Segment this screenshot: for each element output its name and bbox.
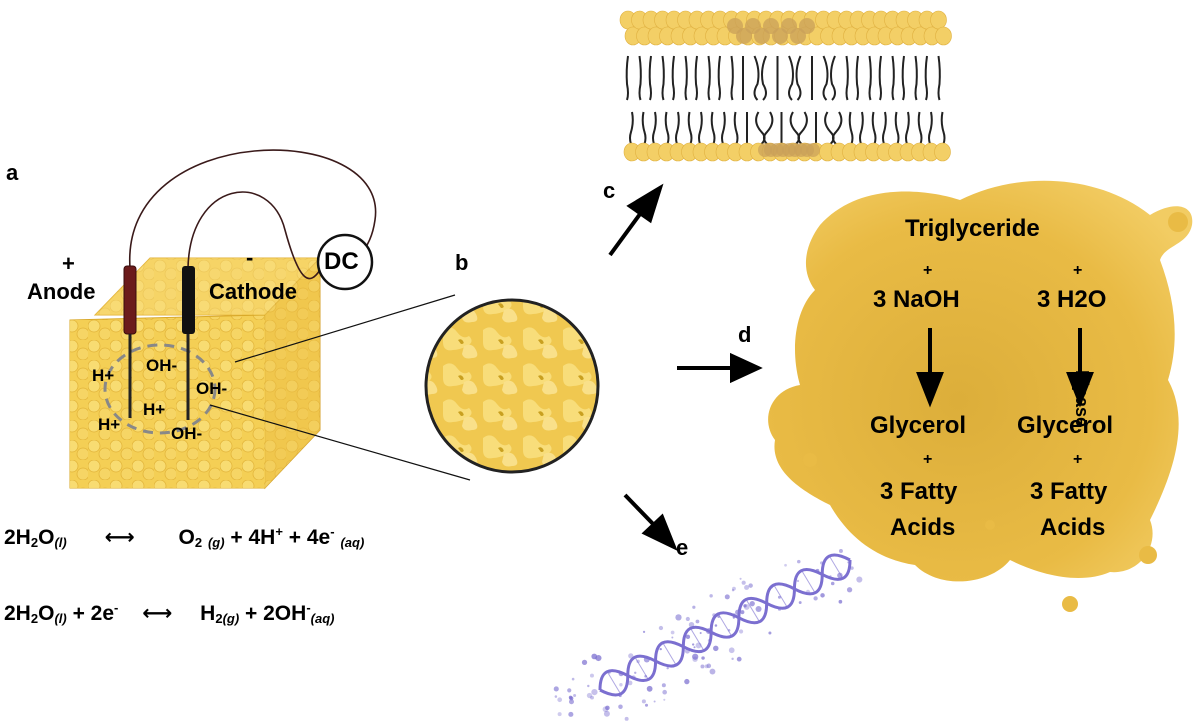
splat-arrows <box>916 328 1094 408</box>
naoh-label: 3 NaOH <box>873 286 960 313</box>
left-glycerol-label: Glycerol <box>870 412 967 439</box>
triglyceride-label: Triglyceride <box>905 215 1040 242</box>
h2o-label: 3 H2O <box>1037 286 1107 313</box>
right-plus-2: + <box>1073 451 1083 468</box>
tissue-magnification <box>424 298 600 474</box>
cathode-electrode <box>182 266 195 334</box>
panel-label-a: a <box>6 160 19 185</box>
cathode-label: Cathode <box>209 279 297 304</box>
left-plus-1: + <box>923 262 933 279</box>
dc-source <box>316 233 374 291</box>
right-fatty-label: 3 Fatty <box>1030 478 1108 505</box>
panel-label-d: d <box>738 322 752 347</box>
left-plus-2: + <box>923 451 933 468</box>
panel-label-e: e <box>676 535 689 560</box>
right-glycerol-label: Glycerol <box>1017 412 1114 439</box>
dc-label: DC <box>324 248 359 275</box>
ion-h-plus: H+ <box>98 415 121 434</box>
cathode-sign: - <box>246 245 254 270</box>
right-acids-label: Acids <box>1040 514 1106 541</box>
fat-cube <box>69 256 322 490</box>
dna-helix <box>553 549 863 721</box>
anode-equation: 2H2O(l) ⟷ O2 (g) + 4H+ + 4e- (aq) <box>4 524 365 550</box>
ion-h-plus: H+ <box>143 400 166 419</box>
panel-label-c: c <box>603 178 616 203</box>
ion-oh-minus: OH- <box>196 379 228 398</box>
ion-oh-minus: OH- <box>146 356 178 375</box>
cathode-wire <box>187 191 321 280</box>
left-acids-label: Acids <box>890 514 956 541</box>
reaction-zone <box>103 343 217 435</box>
ion-oh-minus: OH- <box>171 424 203 443</box>
oil-splat <box>768 180 1193 612</box>
cathode-equation: 2H2O(l) + 2e- ⟷ H2(g) + 2OH-(aq) <box>4 600 335 626</box>
left-fatty-label: 3 Fatty <box>880 478 958 505</box>
arrows <box>608 183 763 552</box>
anode-electrode <box>123 265 137 335</box>
lipid-bilayer <box>619 10 952 162</box>
anode-sign: + <box>62 251 75 276</box>
panel-label-b: b <box>455 250 469 275</box>
right-plus-1: + <box>1073 262 1083 279</box>
anode-label: Anode <box>27 279 96 304</box>
ion-h-plus: H+ <box>92 366 115 385</box>
